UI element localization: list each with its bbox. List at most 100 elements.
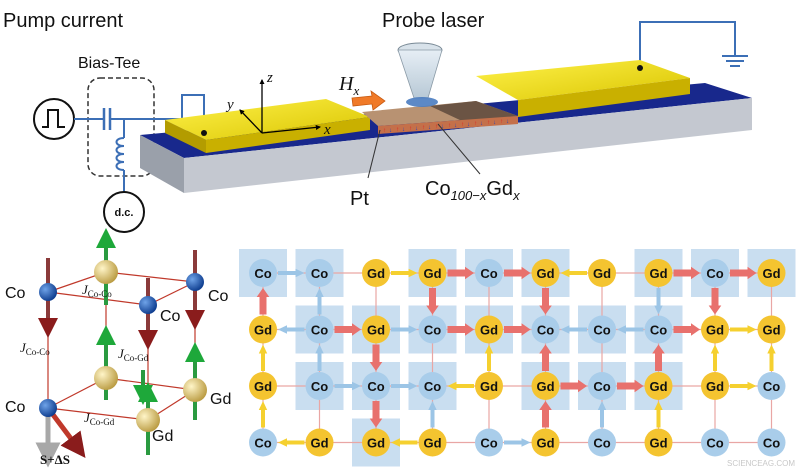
node-circle (757, 428, 786, 457)
gd-node: Gd (418, 259, 447, 287)
node-circle (644, 428, 673, 457)
exchange-arrow (560, 268, 587, 278)
co-label-4: Co (5, 399, 26, 416)
spin-change-label: S+ΔS (40, 452, 70, 467)
node-label: Co (593, 436, 610, 451)
node-label: Gd (536, 379, 554, 394)
svg-text:↑: ↑ (448, 123, 451, 129)
watermark: SCIENCEAG.COM (727, 459, 795, 468)
node-circle (757, 259, 786, 287)
gd-atom-2 (94, 366, 118, 390)
right-pad-top (476, 60, 690, 100)
svg-text:↓: ↓ (441, 124, 444, 130)
exchange-arrow (617, 325, 644, 334)
exchange-arrow (428, 401, 437, 428)
node-label: Gd (649, 266, 667, 281)
node-circle (362, 428, 390, 457)
exchange-arrow (391, 381, 418, 391)
gd-node: Gd (588, 259, 616, 287)
node-circle (249, 259, 277, 287)
gd-node: Gd (757, 315, 786, 344)
co-atom-4 (39, 399, 57, 417)
dc-source-circle (103, 191, 145, 233)
node-circle (531, 372, 560, 400)
node-circle (701, 372, 729, 400)
node-circle (418, 315, 447, 344)
node-circle (475, 428, 503, 457)
node-circle (362, 372, 390, 400)
svg-text:↓: ↓ (480, 121, 483, 127)
left-pad-front (206, 117, 370, 153)
ground-icon (722, 55, 748, 67)
exchange-arrow (597, 401, 607, 428)
co-node: Co (588, 372, 616, 400)
node-circle (418, 259, 447, 287)
exchange-arrow (278, 325, 305, 334)
node-label: Gd (649, 379, 667, 394)
bias-tee-box (87, 77, 155, 177)
exchange-arrow (708, 288, 722, 315)
node-label: Co (763, 436, 780, 451)
right-pad-front (518, 78, 690, 117)
node-circle (475, 259, 503, 287)
node-label: Gd (706, 379, 724, 394)
j-cogd-label-1: JCo-Gd (118, 346, 149, 363)
gd-node: Gd (701, 315, 729, 344)
node-circle (305, 372, 334, 400)
gd-label-1: Gd (210, 391, 231, 408)
j-coco-label-1: JCo-Co (82, 282, 112, 299)
node-label: Co (424, 379, 441, 394)
node-circle (249, 315, 277, 344)
axis-z-label: z (266, 70, 273, 86)
node-circle (701, 259, 729, 287)
gd-label-2: Gd (152, 428, 173, 445)
node-label: Co (480, 266, 497, 281)
exchange-arrow (730, 325, 757, 334)
node-circle (701, 315, 729, 344)
svg-text:↓: ↓ (428, 125, 431, 131)
node-label: Gd (310, 436, 328, 451)
exchange-arrow (710, 344, 720, 371)
exchange-arrow (426, 288, 439, 315)
node-circle (249, 372, 277, 400)
gd-node: Gd (249, 315, 277, 344)
node-label: Co (254, 436, 271, 451)
node-label: Gd (593, 266, 611, 281)
svg-text:↓: ↓ (389, 128, 392, 134)
device-setup: Pump current Bias-Tee Probe laser d.c. (3, 10, 752, 233)
exchange-arrow (447, 323, 474, 336)
alloy-label: Co100−xGdx (425, 178, 520, 203)
node-circle (588, 428, 616, 457)
spin-dots: ↑↓ ↑↓ ↑↓ ↑↓ ↑↓ ↑↓ ↑↓ ↑↓ ↑↓ ↑↓ (383, 119, 509, 134)
exchange-arrow (369, 344, 383, 371)
exchange-arrow (334, 323, 361, 336)
node-circle (644, 315, 673, 344)
node-label: Gd (762, 323, 780, 338)
exchange-arrow (369, 401, 383, 428)
pump-current-label: Pump current (3, 10, 123, 32)
sample-strip-dark (430, 101, 518, 121)
node-label: Co (367, 379, 384, 394)
gd-node: Gd (531, 372, 560, 400)
pulse-icon (42, 109, 65, 128)
svg-text:↑: ↑ (461, 122, 464, 128)
right-pad-contact (637, 65, 643, 71)
svg-text:↑: ↑ (422, 125, 425, 131)
node-label: Gd (254, 323, 272, 338)
node-circle (418, 428, 447, 457)
alloy-leader-line (437, 123, 481, 175)
exchange-arrow (258, 344, 268, 371)
node-label: Gd (536, 436, 554, 451)
co-node: Co (249, 428, 277, 457)
exchange-arrow (654, 401, 663, 428)
node-label: Co (593, 323, 610, 338)
probe-laser-label: Probe laser (382, 10, 485, 32)
svg-text:↑: ↑ (409, 126, 412, 132)
node-label: Gd (762, 266, 780, 281)
gd-node: Gd (305, 428, 334, 457)
node-circle (475, 315, 503, 344)
axis-x-line (261, 124, 322, 134)
gd-node: Gd (757, 259, 786, 287)
gd-node: Gd (644, 372, 673, 400)
